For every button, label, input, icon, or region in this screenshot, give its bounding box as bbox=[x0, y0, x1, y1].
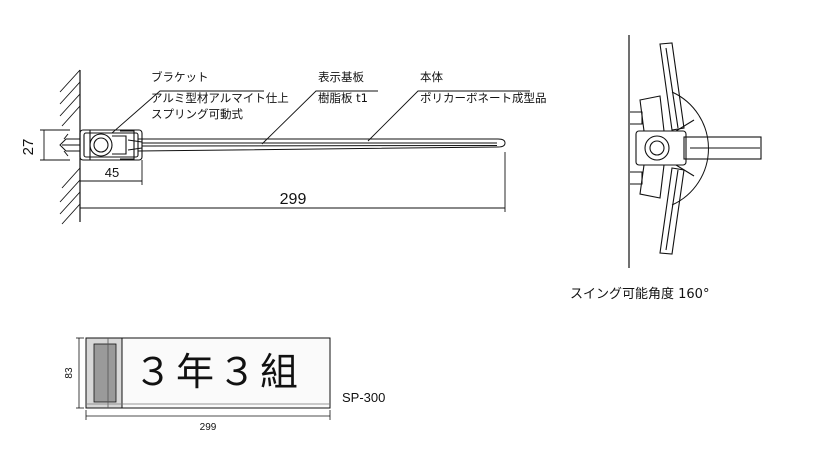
swing-position-center bbox=[683, 136, 762, 160]
body-material: ポリカーボネート成型品 bbox=[420, 91, 547, 105]
dimension-front-299 bbox=[85, 410, 331, 420]
dimension-83 bbox=[76, 337, 84, 409]
front-frame-inner bbox=[93, 343, 117, 403]
sign-text: ３年３組 bbox=[134, 350, 303, 394]
swing-position-upper bbox=[659, 42, 685, 131]
swing-angle-label: スイング可能角度 160° bbox=[570, 286, 709, 302]
swing-bracket bbox=[630, 95, 695, 199]
swing-view: スイング可能角度 160° bbox=[570, 35, 762, 302]
bracket-title: ブラケット bbox=[151, 70, 209, 84]
front-panel bbox=[85, 337, 331, 409]
bracket-material: アルミ型材アルマイト仕上 bbox=[151, 91, 289, 105]
bracket-mechanism: スプリング可動式 bbox=[151, 107, 243, 121]
dimension-27-label: 27 bbox=[20, 139, 37, 156]
dimension-299 bbox=[80, 152, 506, 212]
bracket-section bbox=[79, 129, 143, 161]
front-view: 83 299 SP-300 bbox=[64, 337, 385, 433]
wall-hatch bbox=[59, 69, 81, 225]
dimension-45 bbox=[80, 160, 143, 185]
dimension-45-label: 45 bbox=[105, 165, 119, 180]
wall-anchor bbox=[59, 133, 81, 157]
dimension-27 bbox=[40, 129, 70, 161]
display-base-title: 表示基板 bbox=[318, 70, 364, 84]
dimension-front-299-label: 299 bbox=[200, 422, 217, 433]
leader-lines bbox=[111, 90, 530, 145]
dimension-299-label: 299 bbox=[280, 191, 307, 208]
body-section bbox=[137, 138, 506, 152]
top-view: ブラケット アルミ型材アルマイト仕上 スプリング可動式 表示基板 樹脂板 t1 … bbox=[20, 69, 547, 225]
body-title: 本体 bbox=[420, 70, 443, 84]
display-base-material: 樹脂板 t1 bbox=[318, 91, 368, 105]
model-number: SP-300 bbox=[342, 390, 385, 405]
dimension-83-label: 83 bbox=[64, 367, 75, 379]
swing-position-lower bbox=[659, 167, 685, 255]
